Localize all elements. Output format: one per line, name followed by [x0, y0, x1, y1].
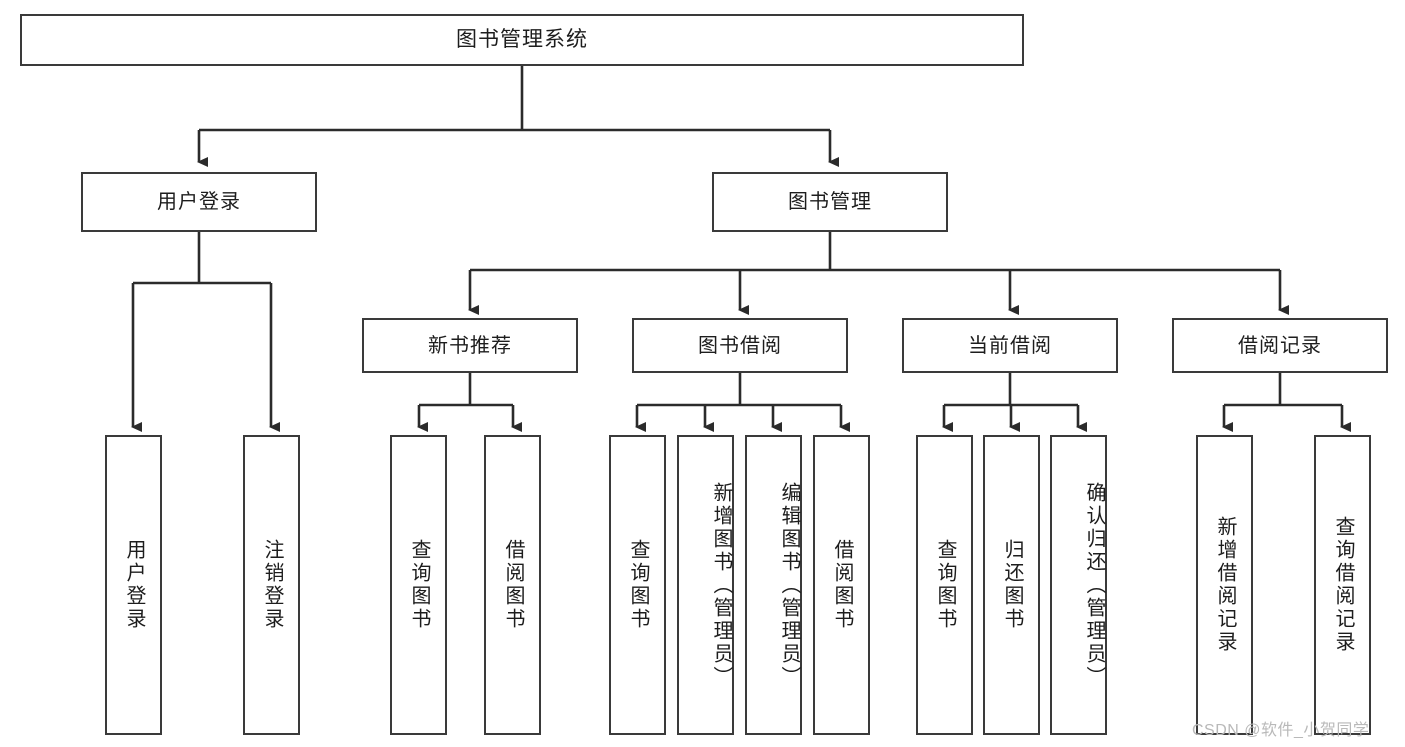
- node-new-book-recommend[interactable]: 新书推荐: [362, 318, 578, 373]
- leaf-user-logout[interactable]: 注销登录: [243, 435, 300, 735]
- leaf-add-borrow-record[interactable]: 新增借阅记录: [1196, 435, 1253, 735]
- leaf-return-book[interactable]: 归还图书: [983, 435, 1040, 735]
- leaf-borrow-book-borrow[interactable]: 借阅图书: [813, 435, 870, 735]
- leaf-query-book-newbook[interactable]: 查询图书: [390, 435, 447, 735]
- csdn-watermark: CSDN @软件_小贺同学: [1192, 722, 1370, 739]
- node-book-manage[interactable]: 图书管理: [712, 172, 948, 232]
- node-current-borrow[interactable]: 当前借阅: [902, 318, 1118, 373]
- node-book-borrow[interactable]: 图书借阅: [632, 318, 848, 373]
- leaf-query-book-current[interactable]: 查询图书: [916, 435, 973, 735]
- node-user-login[interactable]: 用户登录: [81, 172, 317, 232]
- leaf-edit-book-admin[interactable]: 编辑图书（管理员）: [745, 435, 802, 735]
- leaf-query-book-borrow[interactable]: 查询图书: [609, 435, 666, 735]
- leaf-confirm-return-admin[interactable]: 确认归还（管理员）: [1050, 435, 1107, 735]
- leaf-borrow-book-newbook[interactable]: 借阅图书: [484, 435, 541, 735]
- leaf-query-borrow-record[interactable]: 查询借阅记录: [1314, 435, 1371, 735]
- leaf-user-login[interactable]: 用户登录: [105, 435, 162, 735]
- leaf-add-book-admin[interactable]: 新增图书（管理员）: [677, 435, 734, 735]
- node-borrow-record[interactable]: 借阅记录: [1172, 318, 1388, 373]
- node-root-system[interactable]: 图书管理系统: [20, 14, 1024, 66]
